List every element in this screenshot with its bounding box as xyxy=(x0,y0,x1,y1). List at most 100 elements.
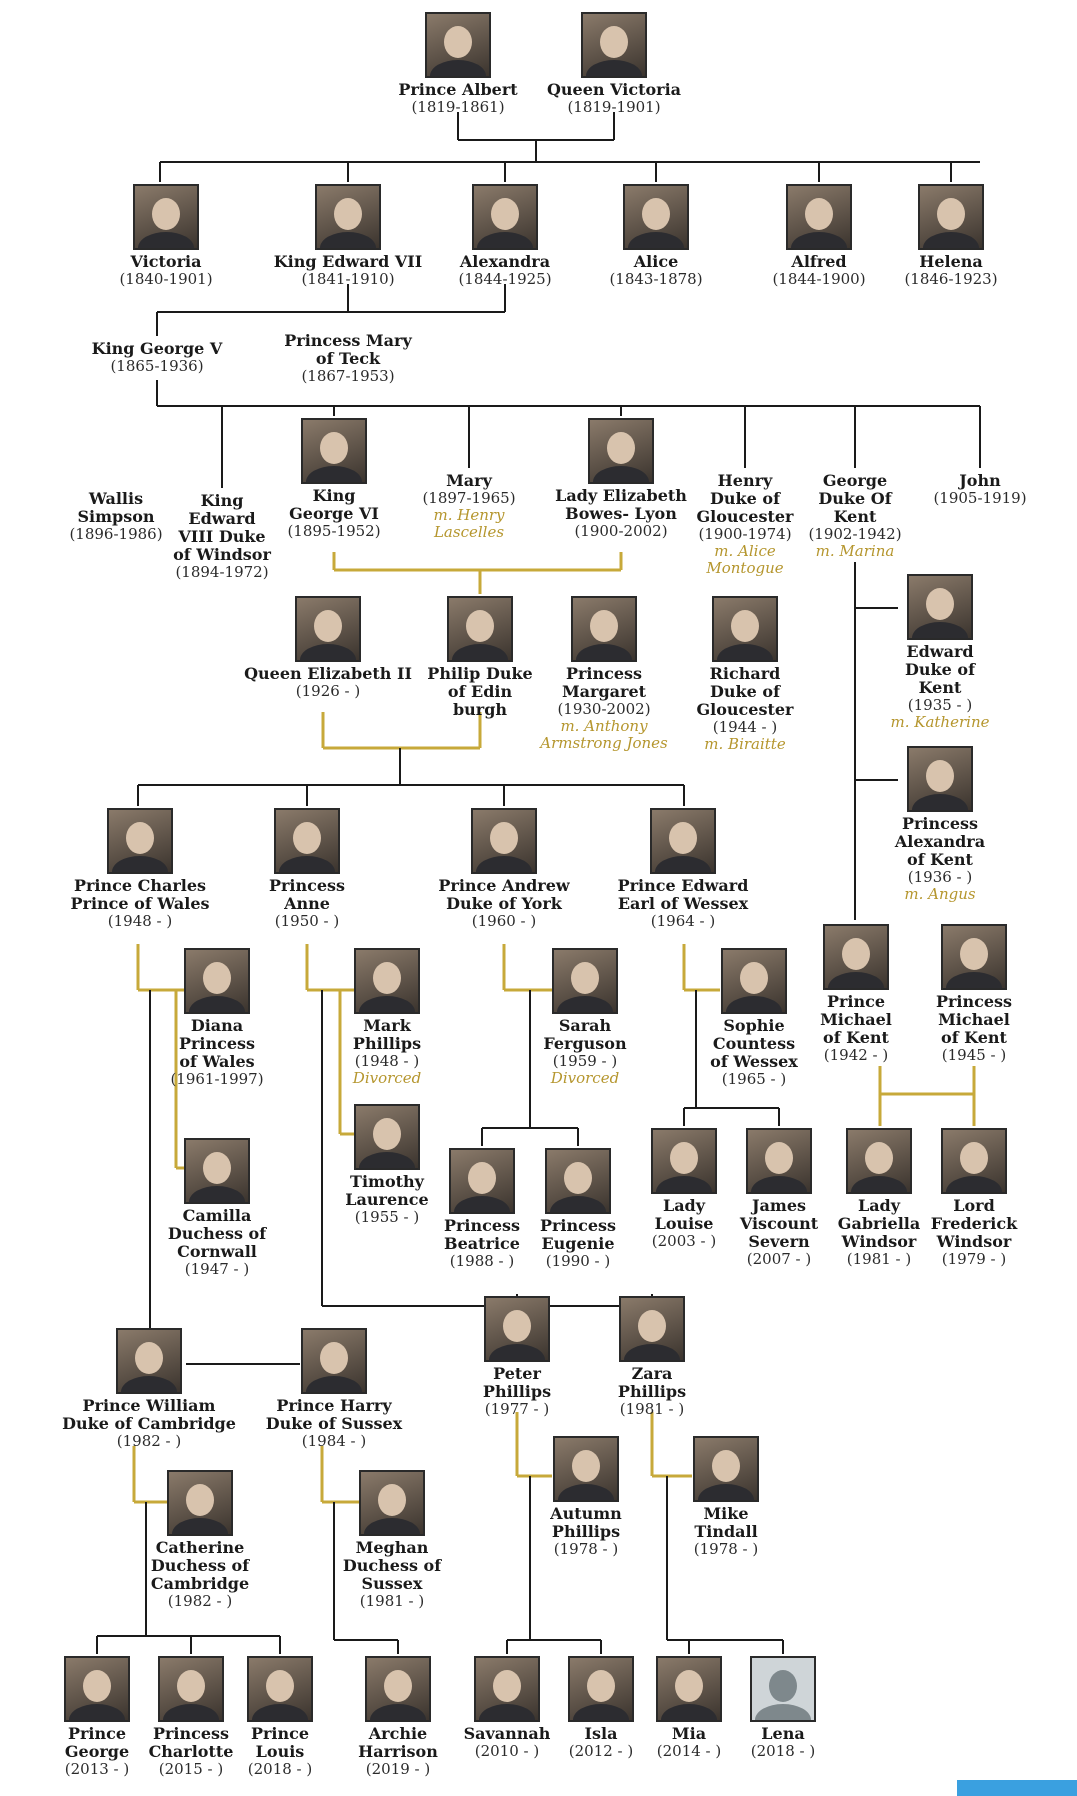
person-years: (2019 - ) xyxy=(365,1760,431,1778)
person-name: Queen Elizabeth II xyxy=(244,664,412,683)
person-name: Princess Eugenie xyxy=(539,1216,617,1253)
person-years: (1902-1942) xyxy=(808,525,902,543)
person-years: (1942 - ) xyxy=(823,1046,889,1064)
person-louis: Prince Louis(2018 - ) xyxy=(190,1656,370,1778)
person-george5: King George V(1865-1936) xyxy=(67,340,247,375)
person-years: (1961-1997) xyxy=(170,1070,264,1088)
person-years: (1964 - ) xyxy=(650,912,716,930)
portrait-photo xyxy=(721,948,787,1014)
person-timothy: Timothy Laurence(1955 - ) xyxy=(297,1104,477,1226)
person-helena: Helena(1846-1923) xyxy=(861,184,1041,288)
person-frederick: Lord Frederick Windsor(1979 - ) xyxy=(884,1128,1064,1268)
person-years: (2003 - ) xyxy=(651,1232,717,1250)
person-spouse: m. Alice Montogue xyxy=(706,542,784,577)
scroll-indicator[interactable] xyxy=(957,1780,1077,1796)
person-years: (1959 - ) xyxy=(552,1052,618,1070)
portrait-photo xyxy=(545,1148,611,1214)
portrait-photo xyxy=(107,808,173,874)
person-harry: Prince Harry Duke of Sussex(1984 - ) xyxy=(244,1328,424,1450)
person-years: (2018 - ) xyxy=(750,1742,816,1760)
person-years: (1844-1900) xyxy=(772,270,866,288)
person-name: Philip Duke of Edin burgh xyxy=(427,664,533,719)
person-name: King George VI xyxy=(289,486,379,523)
person-victoria: Victoria(1840-1901) xyxy=(76,184,256,288)
person-name: Sarah Ferguson xyxy=(543,1016,627,1053)
person-name: Camilla Duchess of Cornwall xyxy=(167,1206,267,1261)
person-years: (1936 - ) xyxy=(907,868,973,886)
portrait-photo xyxy=(918,184,984,250)
person-years: (1977 - ) xyxy=(484,1400,550,1418)
person-spouse: m. Anthony Armstrong Jones xyxy=(540,717,668,752)
person-years: (2010 - ) xyxy=(474,1742,540,1760)
person-years: (1930-2002) xyxy=(557,700,651,718)
person-alice: Alice(1843-1878) xyxy=(566,184,746,288)
person-name: Edward Duke of Kent xyxy=(905,642,975,697)
person-name: Wallis Simpson xyxy=(77,489,155,526)
person-name: Prince Louis xyxy=(250,1724,310,1761)
person-name: Queen Victoria xyxy=(546,80,682,99)
person-years: (1867-1953) xyxy=(301,367,395,385)
person-diana: Diana Princess of Wales(1961-1997) xyxy=(127,948,307,1088)
portrait-photo xyxy=(133,184,199,250)
portrait-photo xyxy=(588,418,654,484)
person-years: (1960 - ) xyxy=(471,912,537,930)
person-name: Princess Beatrice xyxy=(443,1216,521,1253)
person-charles: Prince Charles Prince of Wales(1948 - ) xyxy=(50,808,230,930)
portrait-photo xyxy=(571,596,637,662)
person-name: Timothy Laurence xyxy=(345,1172,429,1209)
person-sophie: Sophie Countess of Wessex(1965 - ) xyxy=(664,948,844,1088)
person-name: Henry Duke of Gloucester xyxy=(696,471,794,526)
person-name: King George V xyxy=(91,339,223,358)
person-name: Princess Mary of Teck xyxy=(284,331,412,368)
person-name: Mia xyxy=(671,1724,707,1743)
person-beatrice: Princess Beatrice(1988 - ) xyxy=(392,1148,572,1270)
person-john: John(1905-1919) xyxy=(890,472,1070,507)
person-name: Catherine Duchess of Cambridge xyxy=(150,1538,250,1593)
person-mary: Mary(1897-1965)m. Henry Lascelles xyxy=(379,472,559,541)
person-name: Prince Albert xyxy=(398,80,518,99)
portrait-photo xyxy=(552,948,618,1014)
portrait-photo xyxy=(447,596,513,662)
person-years: (1982 - ) xyxy=(116,1432,182,1450)
person-zara: Zara Phillips(1981 - ) xyxy=(562,1296,742,1418)
person-years: (2018 - ) xyxy=(247,1760,313,1778)
portrait-photo xyxy=(786,184,852,250)
portrait-photo xyxy=(116,1328,182,1394)
portrait-photo xyxy=(712,596,778,662)
person-name: Prince Harry Duke of Sussex xyxy=(265,1396,403,1433)
person-years: (1945 - ) xyxy=(941,1046,1007,1064)
person-years: (1819-1861) xyxy=(411,98,505,116)
person-name: James Viscount Severn xyxy=(739,1196,819,1251)
portrait-photo xyxy=(693,1436,759,1502)
person-years: (1895-1952) xyxy=(287,522,381,540)
portrait-photo xyxy=(941,924,1007,990)
person-name: Lady Elizabeth Bowes- Lyon xyxy=(555,486,687,523)
person-years: (1981 - ) xyxy=(846,1250,912,1268)
portrait-photo xyxy=(656,1656,722,1722)
person-name: Lady Louise xyxy=(654,1196,714,1233)
person-years: (1935 - ) xyxy=(907,696,973,714)
person-richard: Richard Duke of Gloucester(1944 - )m. Bi… xyxy=(655,596,835,753)
person-spouse: Divorced xyxy=(550,1069,620,1087)
person-mark: Mark Phillips(1948 - )Divorced xyxy=(297,948,477,1087)
person-edward7: King Edward VII(1841-1910) xyxy=(258,184,438,288)
person-edward: Prince Edward Earl of Wessex(1964 - ) xyxy=(593,808,773,930)
person-louise: Lady Louise(2003 - ) xyxy=(594,1128,774,1250)
portrait-photo xyxy=(301,1328,367,1394)
person-years: (2007 - ) xyxy=(746,1250,812,1268)
person-years: (1965 - ) xyxy=(721,1070,787,1088)
person-years: (1981 - ) xyxy=(359,1592,425,1610)
portrait-photo xyxy=(484,1296,550,1362)
person-wallis: Wallis Simpson(1896-1986) xyxy=(26,490,206,543)
person-sarah: Sarah Ferguson(1959 - )Divorced xyxy=(495,948,675,1087)
person-mike: Mike Tindall(1978 - ) xyxy=(636,1436,816,1558)
portrait-photo xyxy=(301,418,367,484)
person-anne: Princess Anne(1950 - ) xyxy=(217,808,397,930)
person-years: (1840-1901) xyxy=(119,270,213,288)
portrait-photo xyxy=(474,1656,540,1722)
portrait-photo xyxy=(907,574,973,640)
person-spouse: m. Biraitte xyxy=(704,735,786,753)
person-years: (1843-1878) xyxy=(609,270,703,288)
person-years: (2013 - ) xyxy=(64,1760,130,1778)
person-years: (1897-1965) xyxy=(422,489,516,507)
